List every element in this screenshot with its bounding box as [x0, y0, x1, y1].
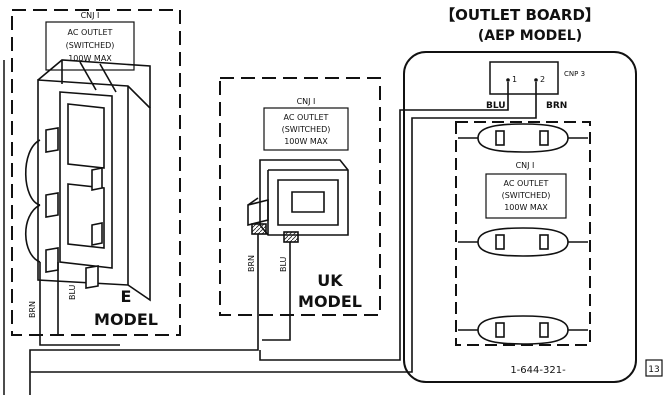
- uk-connector-label: CNJ I: [297, 97, 316, 106]
- board-dashed-outline: [455, 121, 591, 346]
- outlet-board-title: 【OUTLET BOARD】: [440, 6, 600, 24]
- uk-outlet-line-3: 100W MAX: [284, 137, 328, 146]
- board-outlet-2: [458, 227, 588, 257]
- board-outlet-line-2: (SWITCHED): [502, 191, 551, 200]
- e-blu-wire: [57, 262, 64, 336]
- uk-model-section: CNJ I AC OUTLET (SWITCHED) 100W MAX BRN …: [29, 77, 381, 395]
- uk-brn-label: BRN: [247, 255, 256, 272]
- uk-outlet-line-1: AC OUTLET: [284, 113, 329, 122]
- board-outlet-label-box: [485, 173, 567, 219]
- e-model-section: CNJ I AC OUTLET (SWITCHED) 100W MAX: [3, 9, 181, 395]
- e-model-dashed-box: [11, 9, 181, 336]
- cnp3-pin2: 2: [540, 75, 545, 84]
- e-brn-wire: [39, 262, 120, 346]
- board-brn-wire: [30, 82, 537, 373]
- e-outlet-line-1: AC OUTLET: [68, 28, 113, 37]
- uk-outlet-socket: [247, 159, 349, 243]
- page-ref-number: 13: [648, 365, 659, 375]
- board-blu-label: BLU: [486, 101, 506, 111]
- uk-outlet-line-2: (SWITCHED): [282, 125, 331, 134]
- cnp3-connector: [489, 61, 559, 95]
- cnp3-label: CNP 3: [564, 70, 585, 78]
- board-outlet-line-1: AC OUTLET: [504, 179, 549, 188]
- e-connector-label: CNJ I: [81, 11, 100, 20]
- board-outlet-1: [458, 123, 588, 153]
- uk-blu-wire: [262, 242, 291, 341]
- board-connector-label: CNJ I: [516, 161, 535, 170]
- board-outlet-3: [458, 315, 588, 345]
- e-outlet-line-3: 100W MAX: [68, 54, 112, 63]
- uk-model-label-2: MODEL: [298, 292, 362, 311]
- e-model-label-2: MODEL: [94, 310, 158, 329]
- outlet-board-subtitle: (AEP MODEL): [478, 28, 582, 44]
- outlet-board-section: 【OUTLET BOARD】 (AEP MODEL) 1 2 CNP 3 BLU…: [30, 6, 637, 383]
- e-outlet-socket: [37, 59, 151, 302]
- cnp3-pin1: 1: [512, 75, 517, 84]
- board-blu-wire: [259, 82, 509, 361]
- uk-model-label-1: UK: [317, 271, 343, 290]
- board-part-number: 1-644-321-: [510, 365, 566, 376]
- board-brn-label: BRN: [546, 101, 567, 111]
- outlet-board-outline: [403, 51, 637, 383]
- e-brn-label: BRN: [28, 301, 37, 318]
- e-model-label-1: E: [121, 287, 132, 306]
- page-ref-box: [645, 359, 663, 377]
- e-blu-label: BLU: [68, 284, 77, 300]
- e-outlet-label-box: [45, 21, 135, 71]
- uk-blu-label: BLU: [279, 256, 288, 272]
- uk-outlet-label-box: [263, 107, 349, 151]
- e-outlet-line-2: (SWITCHED): [66, 41, 115, 50]
- board-outlet-line-3: 100W MAX: [504, 203, 548, 212]
- uk-model-dashed-box: [219, 77, 381, 316]
